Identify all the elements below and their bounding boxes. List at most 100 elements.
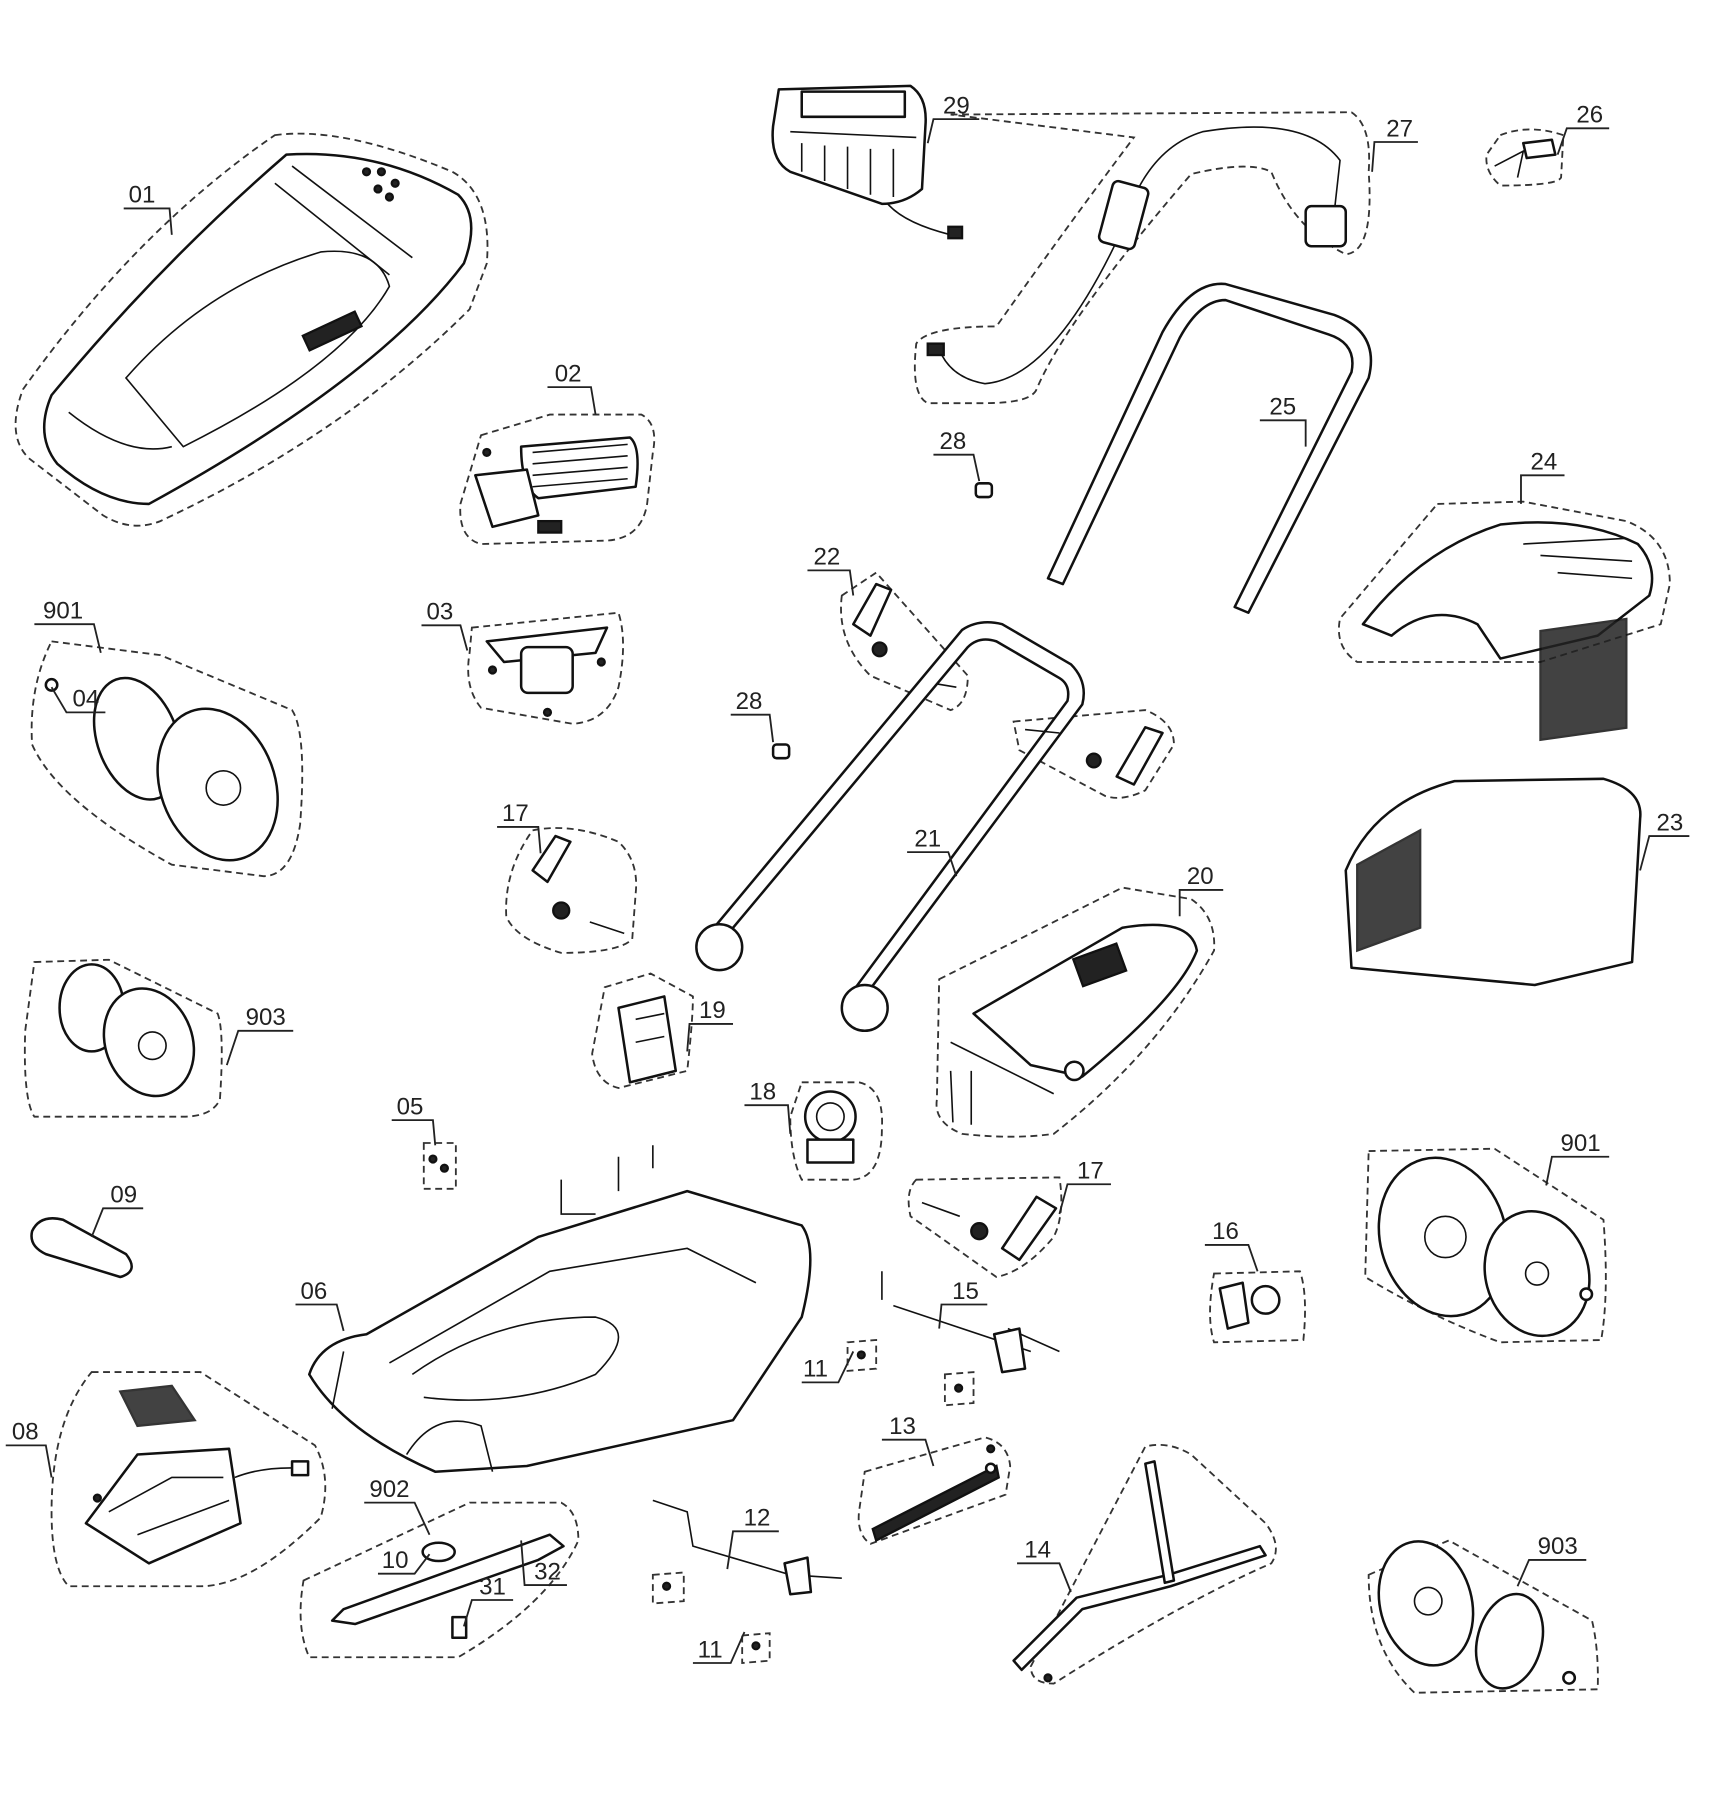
part-number-label: 19 — [699, 997, 726, 1024]
callout: 03 — [421, 599, 469, 651]
callout: 902 — [364, 1476, 431, 1536]
part-number-label: 06 — [300, 1278, 327, 1305]
leader-line — [1520, 474, 1565, 504]
leader-line — [225, 1029, 294, 1066]
callout: 26 — [1556, 102, 1610, 155]
leader-line — [1516, 1558, 1587, 1587]
callout: 08 — [5, 1419, 53, 1478]
callout: 17 — [1058, 1158, 1111, 1215]
callout: 04 — [50, 686, 106, 714]
part-number-label: 25 — [1269, 394, 1296, 421]
callout: 17 — [497, 800, 542, 854]
part-number-label: 901 — [1560, 1130, 1600, 1157]
callout: 32 — [520, 1540, 567, 1587]
callout: 28 — [933, 428, 981, 482]
callout: 12 — [726, 1505, 779, 1570]
callout: 21 — [907, 825, 958, 877]
part-number-label: 24 — [1531, 449, 1558, 476]
part-20-flap — [949, 923, 1199, 1125]
leader-line — [801, 1351, 855, 1384]
part-number-label: 04 — [73, 686, 100, 713]
part-number-label: 14 — [1024, 1537, 1051, 1564]
part-number-label: 28 — [736, 688, 763, 715]
leader-line — [881, 1438, 935, 1467]
callout: 31 — [462, 1573, 514, 1627]
callout: 901 — [34, 597, 102, 654]
leader-line — [730, 713, 775, 743]
leader-line — [547, 386, 597, 415]
part-number-label: 11 — [803, 1356, 828, 1383]
leader-line — [421, 624, 469, 651]
part-22b-adjuster — [1024, 726, 1164, 786]
part-number-label: 29 — [943, 92, 970, 119]
callout: 05 — [391, 1093, 437, 1146]
callout: 29 — [926, 92, 980, 144]
part-number-label: 08 — [12, 1419, 39, 1446]
part-number-label: 10 — [382, 1547, 409, 1574]
part-number-label: 21 — [914, 825, 941, 852]
group-outlines — [14, 111, 1671, 1694]
callout: 01 — [123, 182, 173, 235]
part-number-label: 23 — [1657, 809, 1684, 836]
part-03-motor — [485, 626, 609, 717]
callout: 19 — [686, 997, 734, 1052]
part-number-label: 13 — [889, 1413, 916, 1440]
part-05-screws — [428, 1154, 449, 1173]
leader-line — [926, 118, 980, 144]
part-number-label: 01 — [129, 182, 156, 209]
leader-line — [123, 207, 173, 235]
leader-line — [1639, 835, 1690, 871]
part-18-bracket — [803, 1090, 857, 1164]
leader-line — [364, 1501, 431, 1536]
leader-line — [692, 1631, 746, 1664]
part-29-charger — [771, 84, 964, 240]
callout: 28 — [730, 688, 775, 743]
callout: 15 — [938, 1278, 988, 1329]
leader-line — [744, 1104, 792, 1134]
callout: 16 — [1204, 1218, 1259, 1272]
part-14-handle-mount — [1012, 1460, 1267, 1683]
part-16-knob — [1218, 1281, 1281, 1330]
leader-line — [377, 1553, 431, 1575]
callout: 11 — [692, 1631, 746, 1664]
leader-line — [5, 1444, 53, 1478]
part-number-label: 27 — [1386, 115, 1413, 142]
part-25-lower-handle — [1046, 282, 1373, 614]
leader-line — [497, 825, 542, 854]
part-number-label: 05 — [397, 1093, 424, 1120]
part-number-label: 28 — [940, 428, 967, 455]
part-number-label: 901 — [43, 597, 83, 624]
part-number-label: 903 — [246, 1004, 286, 1031]
part-number-label: 18 — [749, 1078, 776, 1105]
part-02-control-unit — [474, 436, 639, 534]
callout: 02 — [547, 360, 597, 415]
part-23-grass-bag — [1344, 617, 1642, 987]
leader-line — [1259, 419, 1307, 447]
callout: 18 — [744, 1078, 792, 1134]
callout: 20 — [1178, 863, 1224, 917]
leader-line — [34, 623, 102, 654]
leader-line — [1371, 141, 1418, 172]
callout: 09 — [90, 1182, 144, 1238]
part-12-axle — [652, 1499, 842, 1651]
part-number-label: 16 — [1212, 1218, 1239, 1245]
callout: 22 — [807, 544, 855, 596]
part-903-wheel-set — [58, 963, 196, 1098]
part-number-label: 17 — [1077, 1158, 1104, 1185]
callout: 10 — [377, 1547, 431, 1575]
part-21-upper-handle — [695, 621, 1086, 1033]
callout: 25 — [1259, 394, 1307, 447]
callout: 14 — [1017, 1537, 1072, 1593]
leader-line — [1178, 888, 1224, 917]
part-number-label: 03 — [426, 599, 453, 626]
part-number-label: 22 — [814, 544, 841, 571]
callout: 903 — [225, 1004, 294, 1066]
callout: 11 — [801, 1351, 855, 1384]
leader-line — [295, 1303, 345, 1332]
leader-line — [1017, 1562, 1072, 1593]
part-06-deck — [307, 1145, 812, 1473]
leader-line — [933, 453, 981, 482]
part-902-blade — [330, 1533, 565, 1640]
part-13-spring — [871, 1444, 1001, 1543]
